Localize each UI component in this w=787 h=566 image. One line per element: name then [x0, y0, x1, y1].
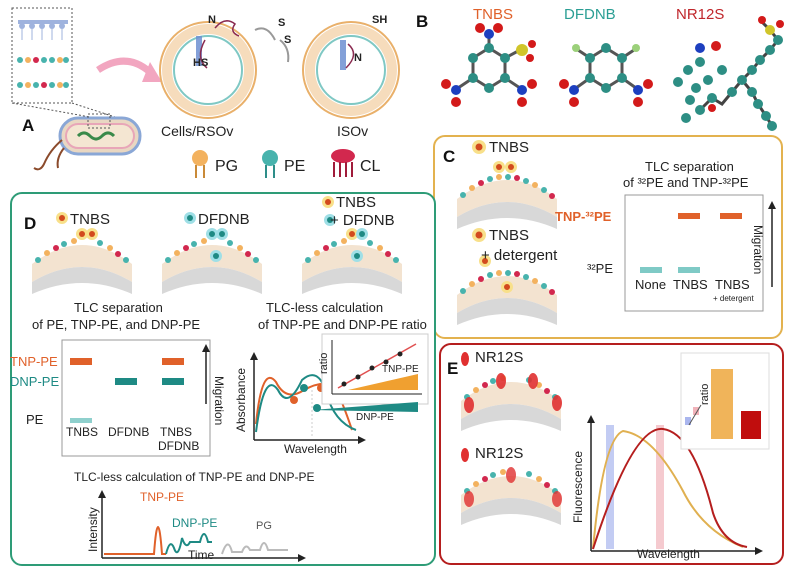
tlc-title-c-1: TLC separation: [645, 159, 734, 174]
legend-pg-label: PG: [215, 158, 239, 175]
panel-d-drawing: [32, 196, 429, 562]
pe32-label: ³²PE: [587, 261, 613, 276]
nr12s-label-2: NR12S: [475, 445, 524, 462]
vesicle-isov: [302, 21, 400, 119]
lane-both-label-1: TNBS: [160, 425, 193, 439]
n-terminus-label-left: N: [208, 14, 216, 26]
tlc-plate-d: [61, 339, 211, 457]
panel-c-label: C: [443, 147, 456, 166]
panel-e-drawing: [461, 352, 770, 555]
ratio-inset: [312, 333, 429, 412]
absorbance-axis-label: Absorbance: [234, 367, 248, 432]
membrane-patch-d-both: [302, 228, 402, 294]
fluorescence-plot: [587, 415, 763, 555]
lane-none-label: None: [635, 277, 667, 292]
nr12s-label-1: NR12S: [475, 349, 524, 366]
tnbs-detergent-label-1: TNBS: [489, 227, 530, 244]
molecule-nr12s: [673, 16, 784, 131]
nr12s-title: NR12S: [676, 6, 725, 23]
lane-tnbs-label-c: TNBS: [673, 277, 708, 292]
lane-tnbs-label-d: TNBS: [66, 425, 99, 439]
n-terminus-label-right: N: [354, 52, 362, 64]
tnp-pe-label-d: TNP-PE: [10, 354, 58, 369]
intensity-axis-label: Intensity: [86, 507, 100, 552]
panel-b-label: B: [416, 12, 429, 31]
tlc-title-c-2: of ³²PE and TNP-³²PE: [623, 175, 749, 190]
peak-dnp-label: DNP-PE: [172, 516, 218, 530]
molecule-dfdnb: [559, 43, 653, 107]
sh-label-right: SH: [372, 14, 388, 26]
bacterium-illustration: [33, 113, 142, 171]
panel-e-label: E: [447, 359, 459, 378]
chromatogram: [98, 490, 306, 562]
tlc-title-d-1: TLC separation: [74, 300, 163, 315]
tnp-32pe-label: TNP-³²PE: [555, 209, 612, 224]
ratio-label-d: ratio: [318, 352, 330, 374]
zoom-arrow: [96, 57, 156, 78]
membrane-patch-tnbs: [457, 161, 557, 229]
peak-pg-label: PG: [256, 520, 272, 532]
inset-tnp-label: TNP-PE: [382, 364, 419, 375]
time-axis-label: Time: [188, 548, 215, 562]
vesicle-right-label: ISOv: [337, 123, 369, 139]
lane-tnbs-det-label: TNBS: [715, 277, 750, 292]
tnbs-dfdnb-label-2: + DFDNB: [330, 212, 395, 229]
panel-d-label: D: [24, 214, 37, 233]
tlc-title-d-2: of PE, TNP-PE, and DNP-PE: [32, 317, 201, 332]
lane-dfdnb-label-d: DFDNB: [108, 425, 150, 439]
legend-cl-label: CL: [360, 158, 381, 175]
membrane-zoom-box: [11, 7, 116, 118]
inset-dnp-label: DNP-PE: [356, 412, 394, 423]
lipid-legend: [192, 149, 355, 178]
panel-e: E NR12S NR12S Fluorescence Wavelength ra…: [439, 343, 784, 565]
wavelength-axis-label-d: Wavelength: [284, 442, 347, 456]
calc-title-d-2: of TNP-PE and DNP-PE ratio: [258, 317, 427, 332]
s-label-2: S: [284, 34, 292, 46]
molecule-tnbs: [441, 23, 537, 107]
legend-pe-label: PE: [284, 158, 306, 175]
lane-both-label-2: DFDNB: [158, 439, 200, 453]
ratio-label-e: ratio: [699, 383, 711, 405]
tnbs-label-c: TNBS: [489, 139, 530, 156]
dfdnb-title: DFDNB: [564, 6, 616, 23]
fluorescence-axis-label: Fluorescence: [571, 450, 585, 523]
tnbs-detergent-label-2: + detergent: [481, 247, 558, 264]
ratio-bars-inset: [680, 352, 770, 450]
tlc-plate-c: [624, 194, 776, 312]
tnbs-label-d: TNBS: [70, 211, 111, 228]
panel-c: C TNBS TNBS + detergent TLC separation o…: [433, 135, 783, 339]
s-label-1: S: [278, 17, 286, 29]
panel-c-drawing: [457, 140, 776, 325]
pe-label-d: PE: [26, 412, 44, 427]
calc-title-d-1: TLC-less calculation: [266, 300, 384, 315]
vesicle-left-label: Cells/RSOv: [161, 123, 234, 139]
migration-label-c: Migration: [751, 225, 765, 275]
panel-d: D TNBS DFDNB TNBS + DFDNB TLC separation…: [10, 192, 436, 566]
tnbs-title: TNBS: [473, 6, 514, 23]
dfdnb-label-d: DFDNB: [198, 211, 250, 228]
vesicle-cells-rsov: [159, 20, 290, 119]
dnp-pe-label-d: DNP-PE: [10, 374, 60, 389]
bottom-title-d: TLC-less calculation of TNP-PE and DNP-P…: [74, 470, 315, 484]
lane-tnbs-det-sub-label: + detergent: [713, 294, 754, 303]
hs-label-left: HS: [193, 57, 209, 69]
membrane-patch-tnbs-detergent: [457, 255, 557, 325]
migration-label-d: Migration: [212, 376, 226, 426]
peak-tnp-label: TNP-PE: [140, 490, 185, 504]
panel-a-label: A: [22, 116, 35, 135]
membrane-patch-e-1: [461, 373, 562, 431]
membrane-patch-d-dfdnb: [162, 228, 262, 294]
membrane-patch-e-2: [461, 467, 562, 525]
wavelength-axis-label-e: Wavelength: [637, 547, 700, 561]
membrane-patch-d-tnbs: [32, 228, 132, 294]
tnbs-dfdnb-label-1: TNBS: [336, 194, 377, 211]
